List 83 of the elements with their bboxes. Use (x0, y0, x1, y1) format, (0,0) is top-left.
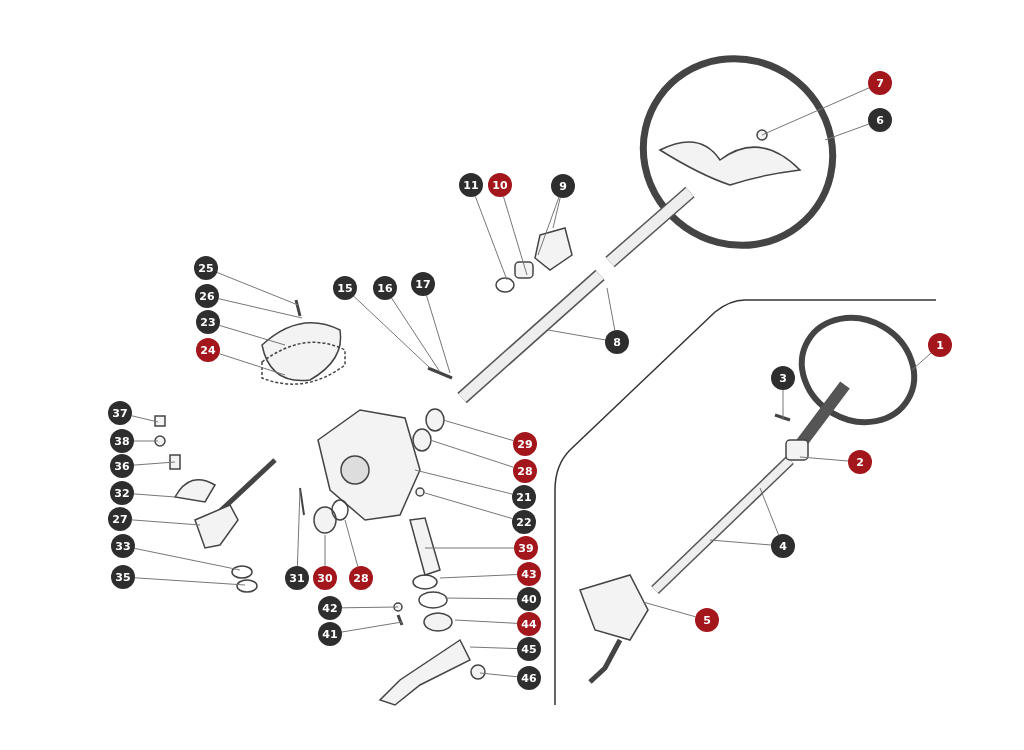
leader-line (391, 297, 441, 373)
callout-number: 45 (517, 637, 541, 661)
callout-number: 40 (517, 587, 541, 611)
callout-number: 36 (110, 454, 134, 478)
callout-number: 8 (605, 330, 629, 354)
callout-number: 10 (488, 173, 512, 197)
callout-number: 32 (110, 481, 134, 505)
callout-number: 43 (517, 562, 541, 586)
callout-number: 22 (512, 510, 536, 534)
leader-line (502, 196, 528, 276)
leader-line (709, 539, 772, 546)
leader-line (759, 487, 780, 536)
callout-number: 3 (771, 366, 795, 390)
leader-line (353, 295, 431, 369)
leader-line (439, 574, 518, 579)
leader-line (474, 195, 508, 281)
callout-number: 28 (349, 566, 373, 590)
callout-number: 11 (459, 173, 483, 197)
leader-line (133, 440, 159, 442)
leader-line (454, 619, 518, 624)
callout-number: 31 (285, 566, 309, 590)
leader-line (131, 519, 201, 526)
callout-number: 25 (194, 256, 218, 280)
leader-line (219, 324, 286, 346)
callout-number: 29 (513, 432, 537, 456)
leader-line (296, 489, 301, 567)
leader-line (547, 329, 606, 341)
callout-number: 5 (695, 608, 719, 632)
leader-line (642, 601, 696, 618)
callout-number: 44 (517, 612, 541, 636)
callout-number: 39 (514, 536, 538, 560)
callout-number: 41 (318, 622, 342, 646)
callout-number: 35 (111, 565, 135, 589)
leader-line (606, 287, 616, 331)
callout-number: 23 (196, 310, 220, 334)
callout-number: 38 (110, 429, 134, 453)
callout-number: 42 (318, 596, 342, 620)
leader-line (133, 493, 176, 498)
leader-line (341, 606, 399, 609)
callout-number: 6 (868, 108, 892, 132)
callout-number: 7 (868, 71, 892, 95)
leader-line (824, 123, 870, 141)
callout-number: 28 (513, 459, 537, 483)
leader-line (479, 672, 518, 678)
callout-number: 4 (771, 534, 795, 558)
leader-line (426, 295, 451, 374)
leader-line (469, 646, 518, 650)
leader-line (134, 577, 246, 586)
callout-number: 30 (313, 566, 337, 590)
leader-line (429, 439, 515, 468)
leader-line (218, 353, 286, 376)
leader-line (414, 469, 513, 495)
leader-line (324, 534, 326, 567)
callout-number: 16 (373, 276, 397, 300)
leader-line (218, 298, 303, 319)
leader-line (344, 519, 359, 567)
callout-number: 21 (512, 485, 536, 509)
leader-line (134, 547, 241, 571)
callout-number: 15 (333, 276, 357, 300)
leader-line (216, 272, 299, 306)
callout-number: 26 (195, 284, 219, 308)
callout-number: 17 (411, 272, 435, 296)
callout-number: 37 (108, 401, 132, 425)
callout-number: 9 (551, 174, 575, 198)
callout-number: 2 (848, 450, 872, 474)
leader-line (782, 389, 784, 421)
leader-line (131, 415, 159, 423)
leader-line (442, 419, 514, 442)
leader-line (552, 197, 561, 229)
callout-number: 46 (517, 666, 541, 690)
callout-number: 24 (196, 338, 220, 362)
callout-number: 33 (111, 534, 135, 558)
leader-line (444, 597, 518, 600)
leader-line (537, 196, 560, 256)
leader-line (341, 621, 403, 633)
leader-line (424, 547, 515, 549)
callout-number: 27 (108, 507, 132, 531)
leader-line (761, 87, 870, 136)
leader-line (911, 352, 932, 371)
leader-line (799, 456, 849, 462)
leader-line (133, 461, 176, 466)
leader-line (424, 492, 513, 520)
callout-number: 1 (928, 333, 952, 357)
